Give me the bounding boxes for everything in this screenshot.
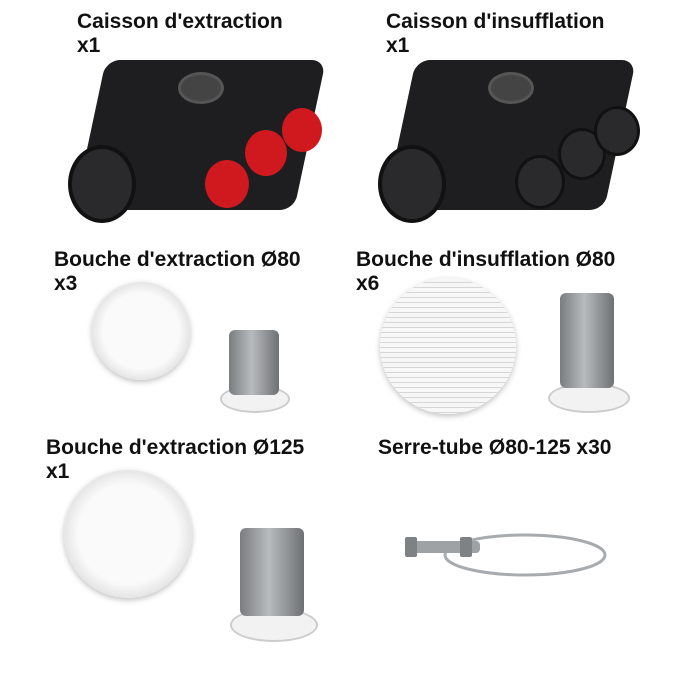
bouche-insufflation-80-grille: [380, 278, 516, 414]
bouche-extraction-125-sleeve: [222, 520, 322, 645]
bouche-extraction-125-grille: [64, 470, 192, 598]
serre-tube-clamp: [405, 533, 607, 577]
bouche-extraction-80-grille: [92, 282, 190, 380]
caisson-insufflation-image: [370, 50, 640, 230]
bouche-insufflation-80-sleeve: [540, 288, 635, 418]
bouche-extraction-80-sleeve: [215, 325, 295, 415]
caisson-extraction-image: [60, 50, 330, 230]
label-serre-tube: Serre-tube Ø80-125 x30: [378, 436, 612, 459]
